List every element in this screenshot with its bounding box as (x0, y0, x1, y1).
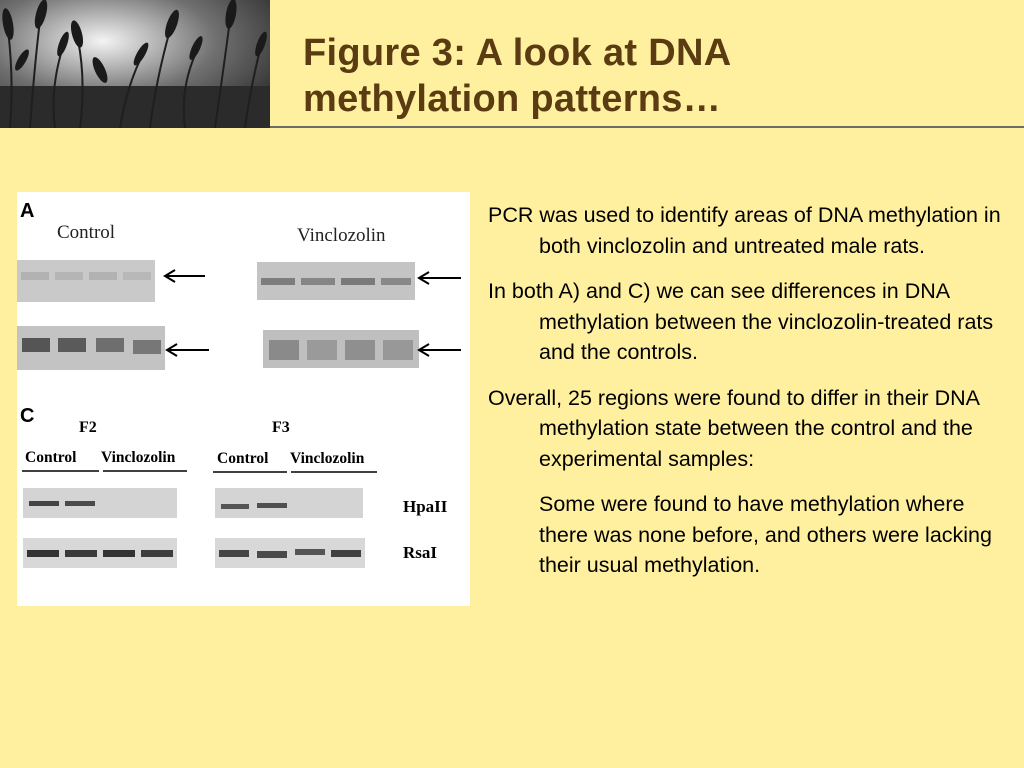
panel-c-f2-label: F2 (79, 419, 97, 436)
panel-c-f3-vinclozolin-header: Vinclozolin (290, 450, 365, 467)
panel-a-gel-top-right (257, 262, 415, 300)
panel-a-gel-bottom-right (263, 330, 419, 368)
panel-a-gel-bottom-left (17, 326, 165, 370)
panel-c-f3-label: F3 (272, 419, 290, 436)
panel-c-f2-control-header: Control (25, 449, 77, 466)
panel-a-control-heading: Control (57, 222, 115, 243)
slide-title: Figure 3: A look at DNA methylation patt… (303, 30, 1003, 122)
panel-c-f3-control-header: Control (217, 450, 269, 467)
panel-c-header-underlines (22, 470, 377, 473)
panel-a-label: A (20, 200, 34, 222)
panel-c-f2-vinclozolin-header: Vinclozolin (101, 449, 176, 466)
arrow-icon (163, 269, 461, 357)
panel-c-rsai-gel-f3 (215, 538, 365, 568)
panel-a-gel-top-left (17, 260, 155, 302)
slide-title-line2: methylation patterns… (303, 78, 722, 120)
bullet-differences: In both A) and C) we can see differences… (488, 279, 994, 364)
title-divider (270, 126, 1024, 128)
panel-c-rsai-label: RsaI (403, 543, 437, 562)
wheat-field-photo (0, 0, 270, 128)
panel-c-hpaii-label: HpaII (403, 497, 448, 516)
panel-c-hpaii-gel-f3 (215, 488, 363, 518)
panel-c-hpaii-gel-f2 (23, 488, 177, 518)
bullet-pcr: PCR was used to identify areas of DNA me… (488, 203, 1001, 258)
panel-a-vinclozolin-heading: Vinclozolin (297, 225, 386, 246)
slide-title-line1: Figure 3: A look at DNA (303, 32, 732, 74)
bullet-overall: Overall, 25 regions were found to differ… (488, 385, 979, 471)
panel-c-rsai-gel-f2 (23, 538, 177, 568)
methylation-figure: A Control Vinclozolin (17, 192, 470, 606)
body-text: PCR was used to identify areas of DNA me… (488, 200, 1008, 581)
sub-bullet-methylation: Some were found to have methylation wher… (539, 492, 992, 577)
panel-c-label: C (20, 405, 34, 427)
